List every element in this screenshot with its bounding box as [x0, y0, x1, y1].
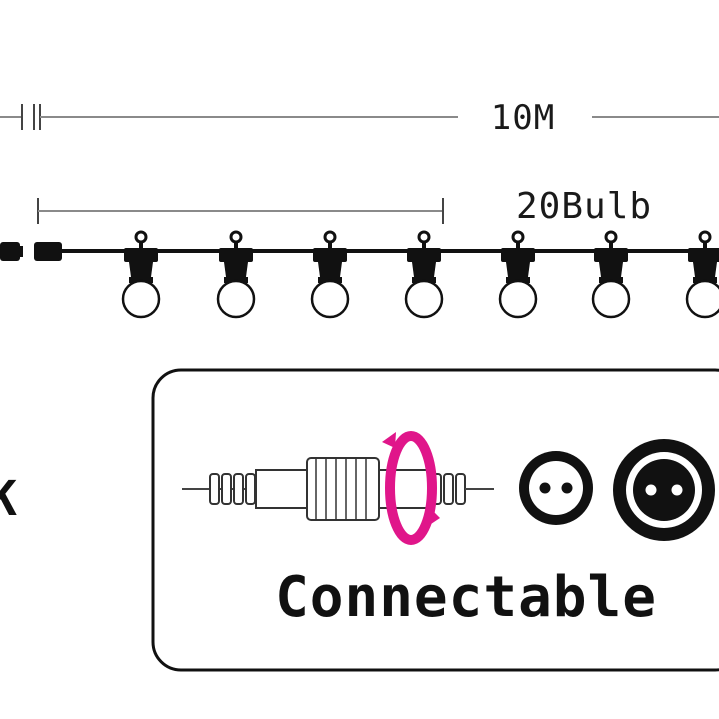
bulb-icon [685, 230, 719, 319]
connectable-label: Connectable [275, 565, 657, 630]
waterproof-connector-icon [182, 457, 494, 521]
left-fragment-label: K [0, 471, 17, 527]
bulb-icon [216, 230, 256, 319]
length-dimension: 10M [0, 98, 719, 138]
end-socket-icon [34, 242, 62, 261]
bulb-count-label: 20Bulb [516, 186, 652, 227]
length-label: 10M [491, 98, 555, 138]
bulb-icon [310, 230, 350, 319]
bulb-icon [591, 230, 631, 319]
bulb-count-dimension: 20Bulb [37, 186, 652, 227]
bulb-icon [121, 230, 161, 319]
rotate-arrow-icon [382, 431, 440, 545]
end-plug-icon [0, 242, 20, 261]
bulb-row [121, 230, 719, 319]
bulb-icon [498, 230, 538, 319]
two-pin-plug-icon [613, 439, 715, 541]
bulb-icon [404, 230, 444, 319]
connectable-panel: Connectable [151, 368, 719, 672]
two-pin-socket-icon [519, 451, 593, 525]
